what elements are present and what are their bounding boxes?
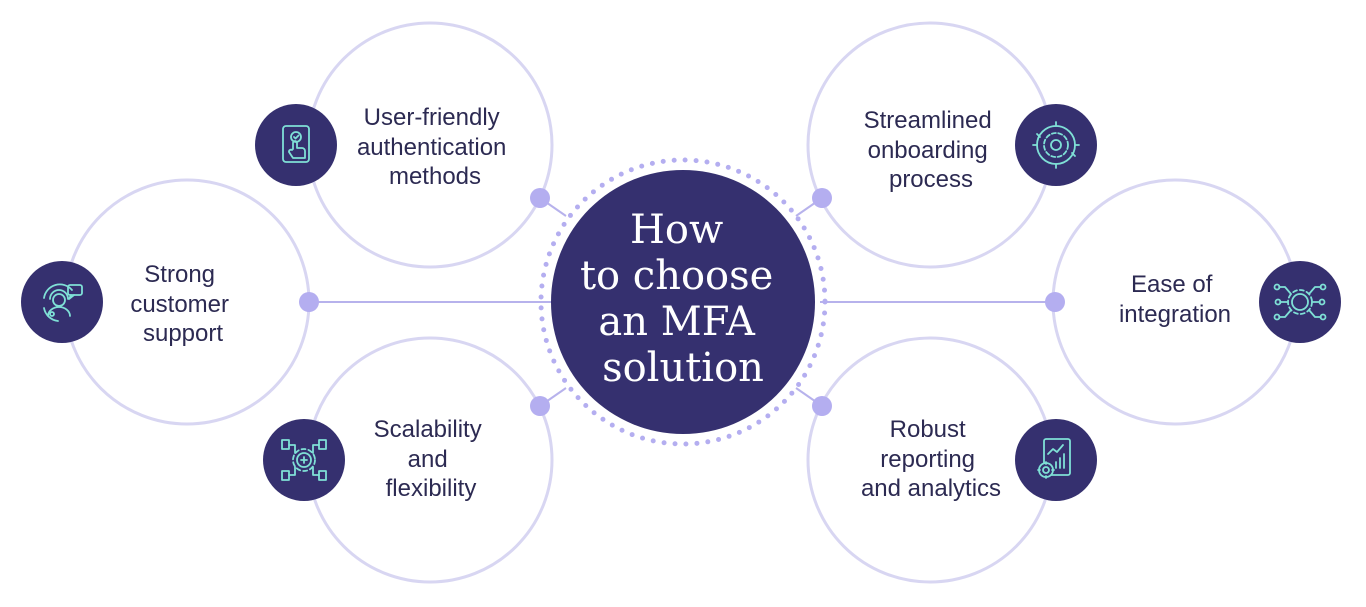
center-title: How to choose an MFA solution [580, 207, 786, 391]
label-user-friendly: User-friendly authentication methods [357, 104, 513, 190]
dot-customer-support [299, 292, 319, 312]
label-reporting: Robust reporting and analytics [861, 416, 1001, 502]
item-labels: User-friendly authentication methods Str… [130, 104, 1231, 502]
label-customer-support: Strong customer support [130, 261, 235, 347]
dot-scalability [530, 396, 550, 416]
dot-reporting [812, 396, 832, 416]
center-title-line-1: How [630, 207, 723, 253]
gear-network-icon [1259, 261, 1341, 343]
center-dotted-ring [538, 157, 828, 447]
center-title-line-3: an MFA [598, 299, 756, 345]
center-circle [551, 170, 815, 434]
label-integration: Ease of integration [1119, 271, 1231, 328]
touch-tablet-icon [255, 104, 337, 186]
report-chart-icon [1015, 419, 1097, 501]
label-onboarding: Streamlined onboarding process [864, 107, 999, 193]
ring-dots [299, 188, 1065, 416]
target-gear-icon [1015, 104, 1097, 186]
dot-user-friendly [530, 188, 550, 208]
network-gear-icon [263, 419, 345, 501]
center-node: How to choose an MFA solution [538, 157, 828, 447]
dot-onboarding [812, 188, 832, 208]
icon-badges [21, 104, 1341, 501]
center-title-line-2: to choose [580, 253, 773, 299]
support-agent-icon [21, 261, 103, 343]
dot-integration [1045, 292, 1065, 312]
label-scalability: Scalability and flexibility [374, 416, 489, 502]
center-title-line-4: solution [602, 345, 764, 391]
